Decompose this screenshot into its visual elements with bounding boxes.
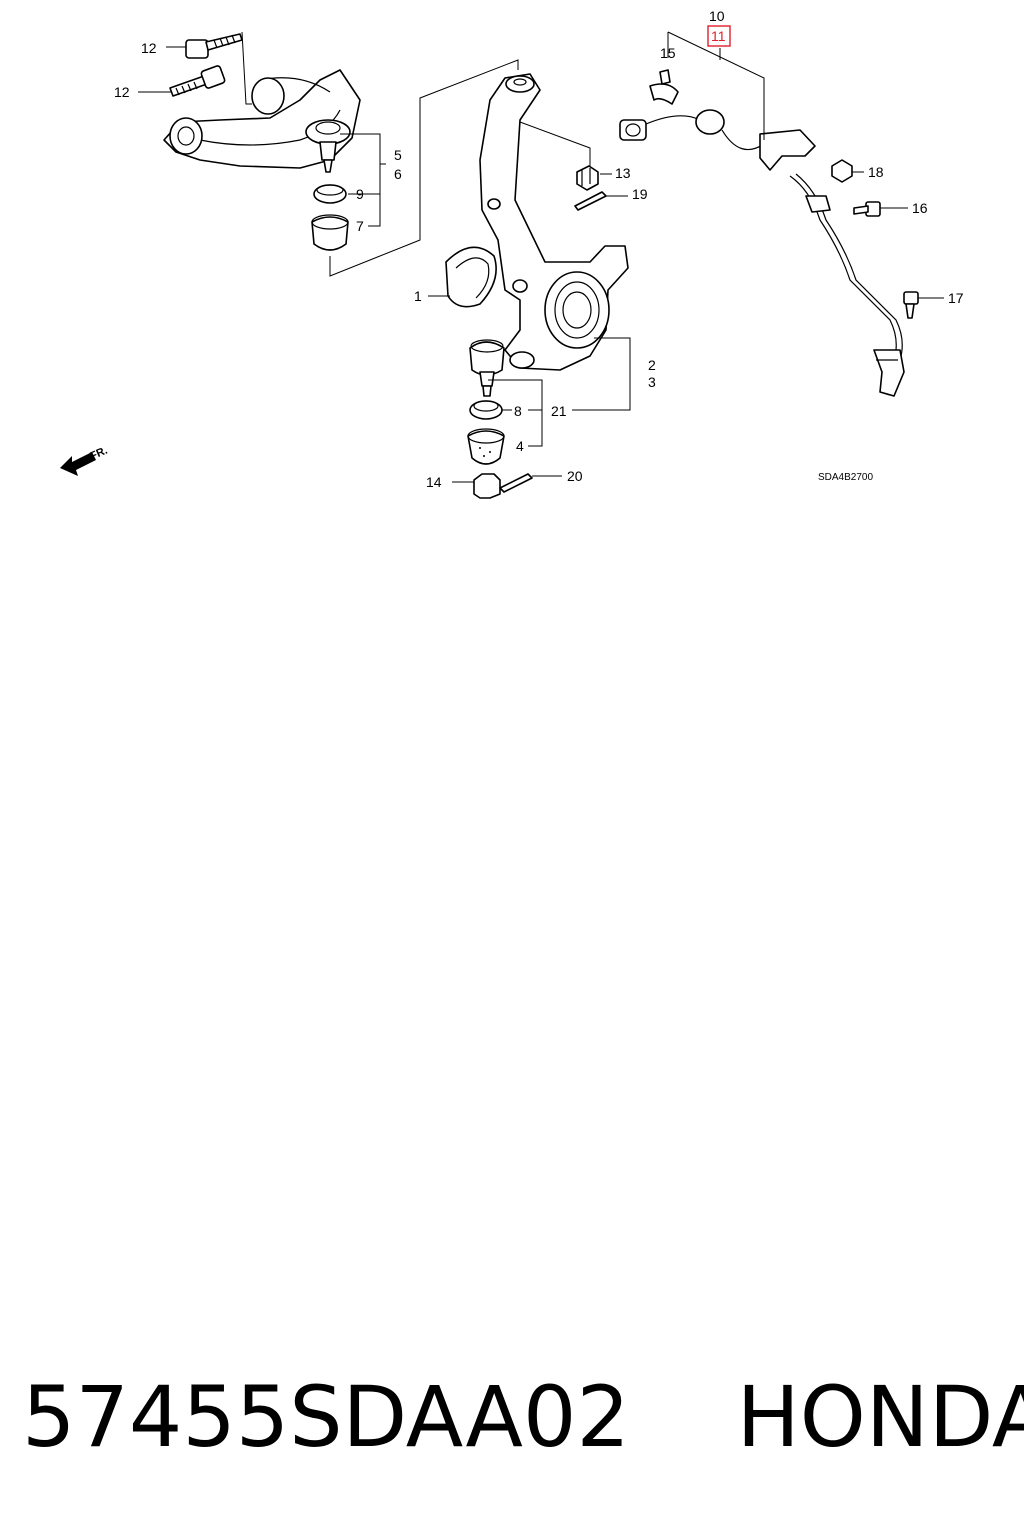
dust-shield-1 xyxy=(445,246,497,308)
nut-18 xyxy=(831,159,853,183)
callout-12-upper: 12 xyxy=(141,40,157,56)
callout-3: 3 xyxy=(648,374,656,390)
boot-ring-8 xyxy=(469,400,503,420)
lower-ball-joint xyxy=(469,339,505,397)
front-marker-label: FR. xyxy=(88,445,109,463)
bolt-17 xyxy=(903,291,919,319)
leader-lines xyxy=(138,31,944,483)
steering-knuckle xyxy=(479,73,629,371)
callout-12-lower: 12 xyxy=(114,84,130,100)
bolt-12-lower xyxy=(169,65,226,97)
castle-nut-13 xyxy=(576,165,599,191)
boot-4 xyxy=(467,428,505,465)
abs-sensor-harness xyxy=(619,69,905,397)
callout-13: 13 xyxy=(615,165,631,181)
callout-8: 8 xyxy=(514,403,522,419)
callout-6: 6 xyxy=(394,166,402,182)
cotter-pin-19 xyxy=(574,191,607,211)
bolt-16 xyxy=(853,201,881,217)
brand-name: HONDA xyxy=(736,1368,1024,1466)
callout-1: 1 xyxy=(414,288,422,304)
callout-19: 19 xyxy=(632,186,648,202)
callout-18: 18 xyxy=(868,164,884,180)
callout-7: 7 xyxy=(356,218,364,234)
diagram-code: SDA4B2700 xyxy=(818,472,873,483)
callout-9: 9 xyxy=(356,186,364,202)
callout-20: 20 xyxy=(567,468,583,484)
callout-17: 17 xyxy=(948,290,964,306)
boot-ring-9 xyxy=(313,184,347,204)
callout-15: 15 xyxy=(660,45,676,61)
footer-caption: 57455SDAA02 HONDA xyxy=(22,1362,1024,1472)
clip-15 xyxy=(649,69,679,105)
highlight-box-11 xyxy=(707,25,731,47)
bolt-12-upper xyxy=(185,33,243,59)
upper-control-arm xyxy=(163,33,361,173)
callout-21: 21 xyxy=(551,403,567,419)
cotter-pin-20 xyxy=(499,473,533,493)
boot-7 xyxy=(311,214,349,251)
front-direction-arrow: FR. xyxy=(60,445,109,476)
callout-11: 11 xyxy=(711,28,726,44)
callout-5: 5 xyxy=(394,147,402,163)
callout-4: 4 xyxy=(516,438,524,454)
callout-14: 14 xyxy=(426,474,442,490)
part-number: 57455SDAA02 xyxy=(22,1368,630,1466)
callout-2: 2 xyxy=(648,357,656,373)
suspension-parts-diagram: FR. 12 12 5 6 9 7 1 13 19 2 3 8 21 4 14 … xyxy=(60,8,964,499)
callout-16: 16 xyxy=(912,200,928,216)
callout-10: 10 xyxy=(709,8,725,24)
castle-nut-14 xyxy=(473,473,501,499)
